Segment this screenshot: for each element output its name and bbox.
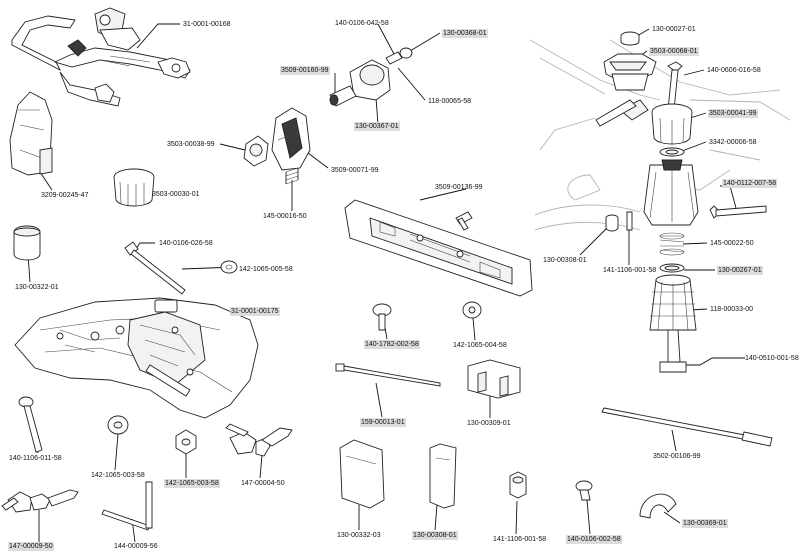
part-label: 140-1106-011-58	[9, 455, 62, 462]
part-label: 130-00332-03	[337, 532, 381, 539]
part-label: 159-00013-01	[360, 418, 406, 427]
part-label: 118-00033-00	[710, 306, 754, 313]
part-label: 140-1782-002-58	[364, 340, 420, 349]
part-label: 130-00027-01	[652, 26, 696, 33]
small-screw-top	[385, 51, 403, 65]
cable-tie	[335, 363, 441, 387]
cover-part	[9, 91, 53, 176]
cap-027	[620, 31, 640, 46]
pin-001	[626, 211, 633, 231]
part-label: 118-00065-58	[428, 98, 472, 105]
part-label: 130-00309-01	[467, 420, 511, 427]
part-label: 3342-00006-58	[709, 139, 757, 146]
part-label: 3502-00106-99	[653, 453, 701, 460]
key-pair-alt	[1, 489, 79, 513]
ring-006	[659, 147, 685, 157]
washer-small	[220, 260, 238, 274]
ring-267	[659, 263, 685, 273]
part-label: 145-00016-50	[263, 213, 307, 220]
part-label: 31-0001-00168	[183, 21, 231, 28]
part-label: 130-00308-01	[543, 257, 587, 264]
bracket-small	[467, 359, 521, 399]
part-label: 140-0106-026-58	[159, 240, 213, 247]
allen-key	[101, 481, 153, 531]
part-label: 3509-00071-99	[331, 167, 379, 174]
tower-bolt-016	[667, 61, 683, 111]
star-knob	[603, 53, 657, 91]
bolt-medium	[18, 396, 43, 453]
part-label: 141-1106-001-58	[493, 536, 547, 543]
washer-large	[462, 301, 482, 319]
hex-nut	[175, 429, 197, 455]
side-bolt-007	[709, 205, 767, 219]
part-label: 142-1065-004-58	[453, 342, 507, 349]
plate-frame	[344, 199, 533, 297]
part-label: 140-0106-042-58	[335, 20, 389, 27]
part-label: 3503-00038-99	[167, 141, 215, 148]
part-label: 147-00009-50	[8, 542, 54, 551]
arc-clip	[639, 493, 677, 519]
part-label: 3503-00041-99	[708, 109, 758, 118]
part-label: 130-00322-01	[15, 284, 59, 291]
part-label: 130-00369-01	[682, 519, 728, 528]
knob-small	[113, 168, 155, 207]
clamp-body	[271, 107, 311, 171]
base-assembly	[14, 297, 259, 419]
tower-housing	[595, 99, 699, 226]
part-label: 3209-00245-47	[41, 192, 89, 199]
short-screw	[575, 480, 593, 501]
cap-nut	[509, 471, 527, 499]
part-label: 130-00367-01	[354, 122, 400, 131]
part-label: 3503-00068-01	[649, 47, 699, 56]
spring-small	[285, 167, 299, 185]
part-label: 145-00022-50	[710, 240, 754, 247]
part-label: 140-0106-002-58	[566, 535, 622, 544]
lock-body	[329, 59, 391, 107]
plug-cylinder	[13, 225, 41, 261]
ribbed-cone	[649, 274, 697, 331]
part-label: 147-00004-50	[241, 480, 285, 487]
part-label: 142-1065-003-58	[91, 472, 145, 479]
part-label: 140-0510-001-58	[745, 355, 799, 362]
part-label: 3509-00160-99	[280, 66, 330, 75]
part-label: 31-0001-00175	[230, 307, 280, 316]
t-bolt-001	[659, 329, 687, 373]
hanger-assembly	[11, 7, 191, 107]
rubber-bar	[429, 443, 457, 509]
washer-medium	[107, 415, 129, 435]
part-label: 140-0606-016-58	[707, 67, 761, 74]
rubber-pad	[339, 439, 385, 509]
part-label: 142-1065-005-58	[239, 266, 293, 273]
small-cap-368	[399, 47, 413, 59]
part-label: 142-1065-003-58	[164, 479, 220, 488]
strap	[601, 407, 773, 447]
part-label: 3509-00136-99	[435, 184, 483, 191]
plate-screw	[455, 211, 473, 231]
part-label: 141-1106-001-58	[603, 267, 657, 274]
part-label: 130-00368-01	[442, 29, 488, 38]
spring-022	[659, 232, 685, 256]
phillips-screw	[372, 303, 392, 331]
long-bolt	[124, 241, 186, 295]
key-pair	[225, 423, 293, 457]
round-knob	[651, 103, 693, 145]
bushing-308	[605, 214, 619, 232]
cap-knob	[243, 135, 269, 167]
part-label: 3503-00030-01	[152, 191, 200, 198]
part-label: 140-0112-007-58	[722, 179, 778, 188]
part-label: 130-00308-01	[412, 531, 458, 540]
part-label: 130-00267-01	[717, 266, 763, 275]
part-label: 144-00009-56	[114, 543, 158, 550]
